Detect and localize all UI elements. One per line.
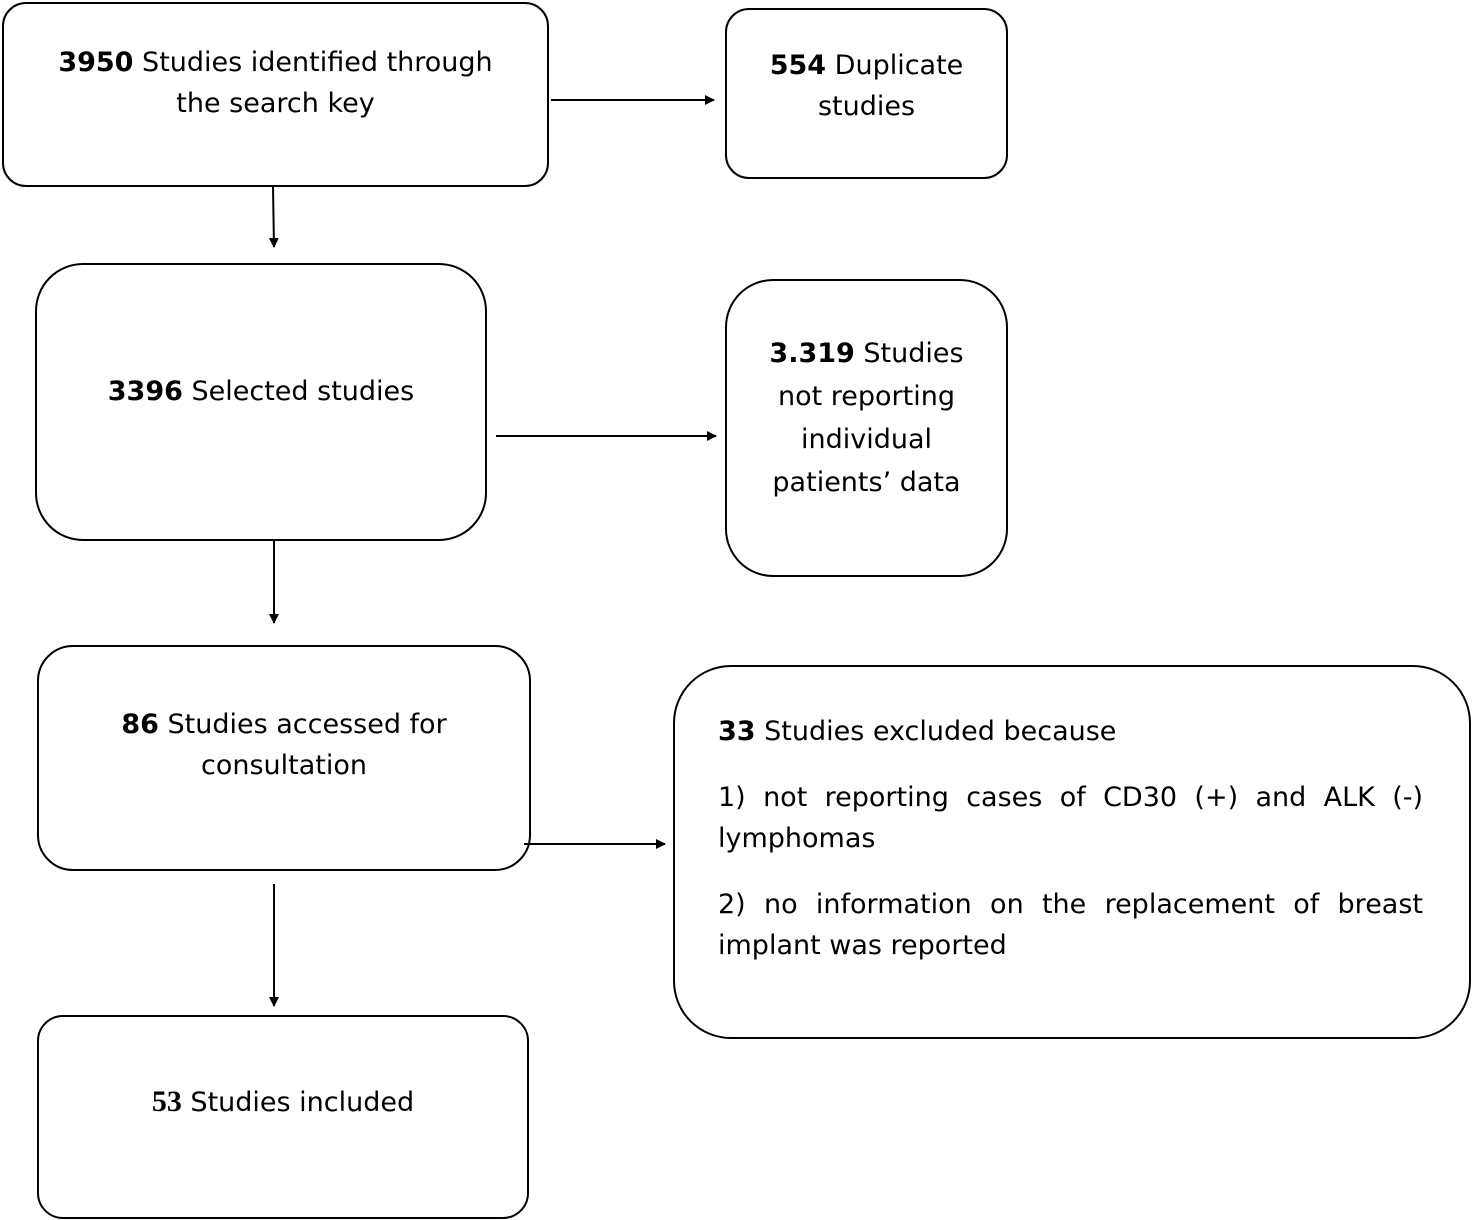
included-studies-count: 53 xyxy=(151,1085,182,1118)
arrow-identified-to-selected xyxy=(268,186,279,248)
included-studies-box: 53 Studies included xyxy=(37,1015,529,1219)
not-reporting-studies-label: Studies not reporting individual patient… xyxy=(772,338,964,498)
identified-studies-count: 3950 xyxy=(58,47,134,78)
included-studies-text: 53 Studies included xyxy=(152,1081,414,1123)
identified-studies-box: 3950 Studies identified through the sear… xyxy=(2,2,549,187)
selected-studies-label: Selected studies xyxy=(182,376,415,407)
selected-studies-box: 3396 Selected studies xyxy=(35,263,487,541)
exclusion-reason-1: 1) not reporting cases of CD30 (+) and A… xyxy=(718,782,1423,854)
identified-studies-text: 3950 Studies identified through the sear… xyxy=(56,42,496,124)
duplicate-studies-text: 554 Duplicate studies xyxy=(767,45,967,127)
not-reporting-studies-box: 3.319 Studies not reporting individual p… xyxy=(725,279,1008,577)
duplicate-studies-label: Duplicate studies xyxy=(817,50,964,122)
not-reporting-studies-count: 3.319 xyxy=(769,338,855,369)
accessed-studies-count: 86 xyxy=(121,709,159,740)
excluded-studies-label: Studies excluded because xyxy=(755,716,1117,747)
exclusion-reason-2: 2) no information on the replacement of … xyxy=(718,889,1423,961)
excluded-studies-box: 33 Studies excluded because 1) not repor… xyxy=(673,665,1471,1039)
duplicate-studies-box: 554 Duplicate studies xyxy=(725,8,1008,179)
selected-studies-count: 3396 xyxy=(107,376,183,407)
identified-studies-label: Studies identified through the search ke… xyxy=(133,47,493,119)
excluded-studies-count: 33 xyxy=(718,716,756,747)
excluded-studies-heading: 33 Studies excluded because xyxy=(718,711,1423,752)
duplicate-studies-count: 554 xyxy=(769,50,827,81)
selected-studies-text: 3396 Selected studies xyxy=(108,371,414,412)
accessed-studies-box: 86 Studies accessed for consultation xyxy=(37,645,531,871)
not-reporting-studies-text: 3.319 Studies not reporting individual p… xyxy=(767,332,967,504)
included-studies-label: Studies included xyxy=(181,1087,415,1118)
accessed-studies-label: Studies accessed for consultation xyxy=(158,709,447,781)
accessed-studies-text: 86 Studies accessed for consultation xyxy=(119,704,449,786)
